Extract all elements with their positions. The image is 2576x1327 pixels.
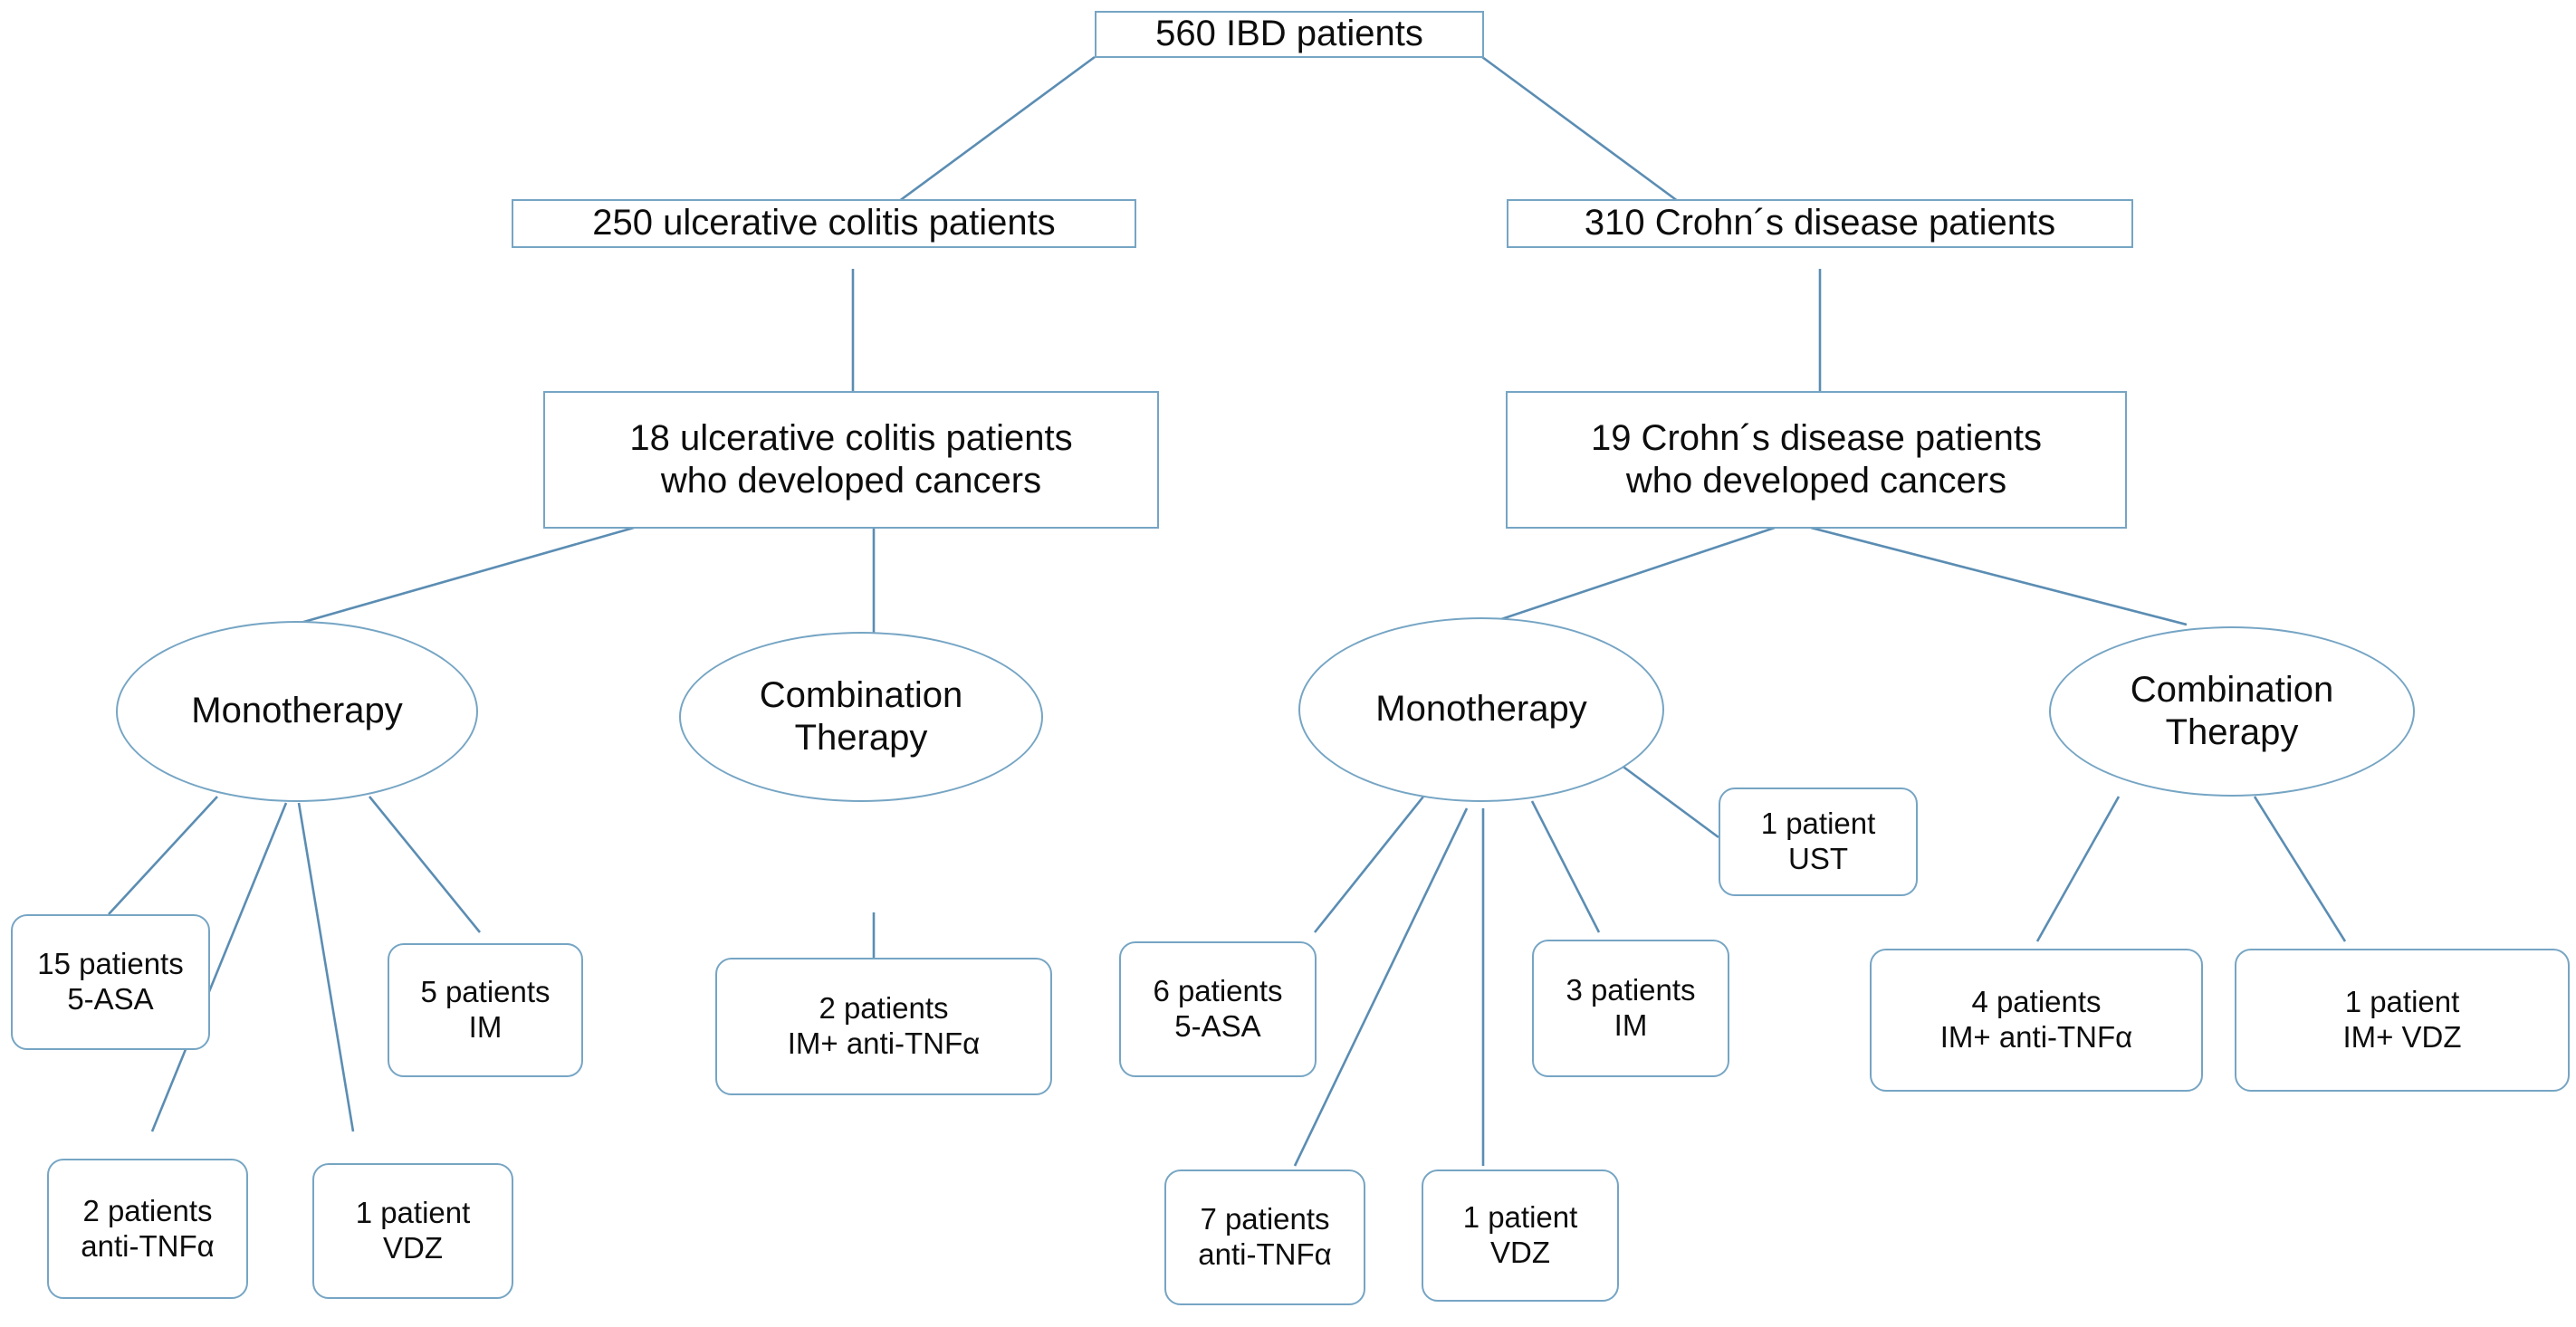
leaf-uc-combo-im-anti-tnf-alpha[interactable]: 2 patients IM+ anti-TNFα [715, 958, 1052, 1095]
leaf-cd-mono-ust[interactable]: 1 patient UST [1719, 788, 1918, 896]
edge-root-to-cd [1481, 55, 1707, 224]
leaf-uc-mono-im[interactable]: 5 patients IM [388, 943, 583, 1077]
edge-cd-mono-to-antitnf [1293, 807, 1469, 1167]
leaf-cd-combo-im-anti-tnf-alpha[interactable]: 4 patients IM+ anti-TNFα [1870, 949, 2203, 1092]
edge-cd-mono-to-5asa [1313, 796, 1425, 933]
edge-uc-mono-to-vdz [297, 802, 355, 1132]
leaf-cd-mono-vdz[interactable]: 1 patient VDZ [1422, 1169, 1619, 1302]
node-cd-cancer-cohort[interactable]: 19 Crohn´s disease patients who develope… [1506, 391, 2127, 529]
edge-cd-cancer-to-mono [1484, 526, 1776, 626]
leaf-uc-mono-vdz[interactable]: 1 patient VDZ [312, 1163, 513, 1299]
node-cd-cohort[interactable]: 310 Crohn´s disease patients [1507, 199, 2133, 248]
edge-cd-mono-to-ust [1620, 763, 1719, 839]
edge-root-to-uc [870, 55, 1096, 224]
node-cd-combination-therapy[interactable]: Combination Therapy [2049, 626, 2415, 797]
edge-uc-mono-to-im [368, 796, 482, 933]
leaf-cd-mono-5asa[interactable]: 6 patients 5-ASA [1119, 941, 1317, 1077]
leaf-uc-mono-5asa[interactable]: 15 patients 5-ASA [11, 914, 210, 1050]
leaf-uc-mono-anti-tnf-alpha[interactable]: 2 patients anti-TNFα [47, 1159, 248, 1299]
node-uc-cancer-cohort[interactable]: 18 ulcerative colitis patients who devel… [543, 391, 1159, 529]
edge-cd-cancer-to-combo [1810, 526, 2188, 626]
edge-cd-mono-to-im [1530, 800, 1601, 933]
edge-cd-combo-to-im-vdz [2253, 796, 2347, 942]
edge-uc-cancer-to-mono [293, 526, 635, 626]
edge-cd-combo-to-im-antitnf [2035, 796, 2121, 942]
node-root-ibd-patients[interactable]: 560 IBD patients [1095, 11, 1484, 58]
node-uc-monotherapy[interactable]: Monotherapy [116, 621, 478, 802]
node-cd-monotherapy[interactable]: Monotherapy [1298, 617, 1664, 802]
leaf-cd-mono-anti-tnf-alpha[interactable]: 7 patients anti-TNFα [1164, 1169, 1365, 1305]
leaf-cd-combo-im-vdz[interactable]: 1 patient IM+ VDZ [2235, 949, 2570, 1092]
edge-uc-mono-to-5asa [108, 796, 218, 915]
node-uc-combination-therapy[interactable]: Combination Therapy [679, 632, 1043, 802]
node-uc-cohort[interactable]: 250 ulcerative colitis patients [512, 199, 1136, 248]
leaf-cd-mono-im[interactable]: 3 patients IM [1532, 940, 1729, 1077]
